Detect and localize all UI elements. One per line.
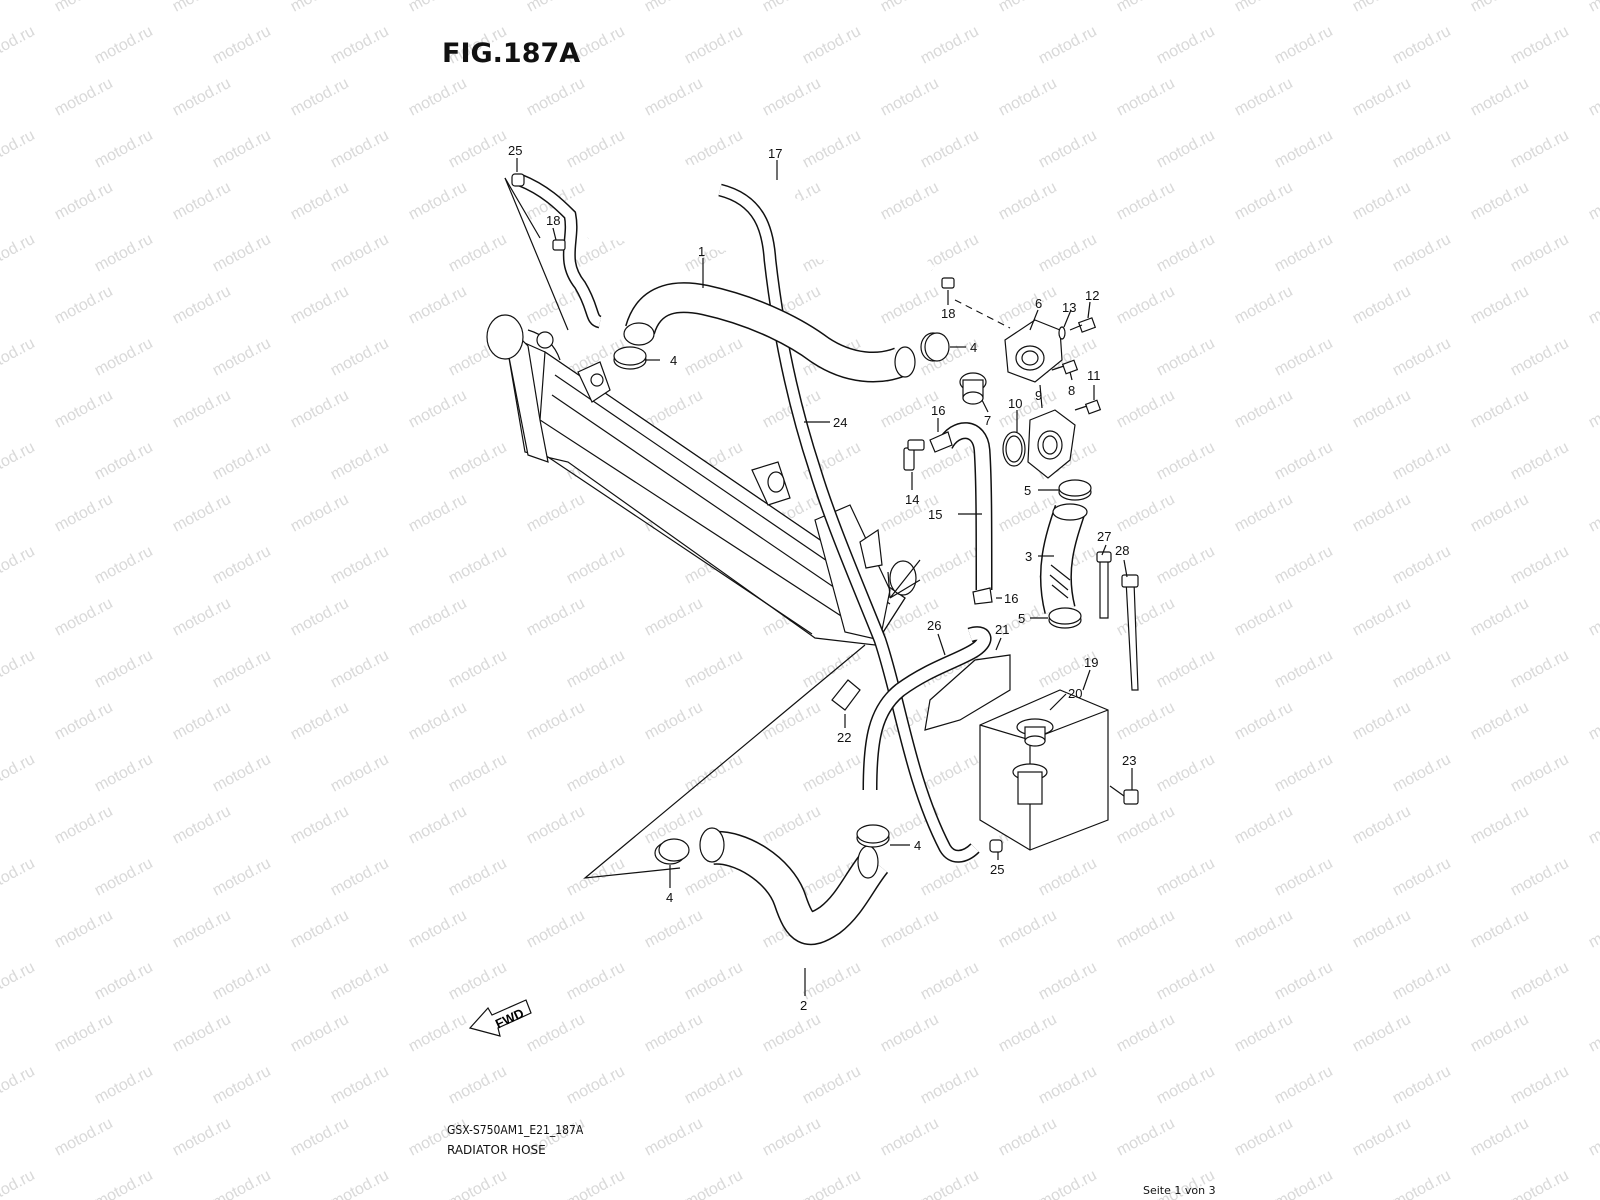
figure-title: FIG.187A xyxy=(442,38,581,69)
washer-13 xyxy=(1058,326,1066,340)
callout-9: 9 xyxy=(1035,388,1042,403)
clip-22 xyxy=(831,679,861,711)
clamp-25-upper xyxy=(511,173,525,187)
callout-16: 16 xyxy=(931,403,945,418)
thermostat-7 xyxy=(959,372,987,405)
bolt-23 xyxy=(1109,785,1139,805)
hose-3-thermostat-outlet xyxy=(1039,503,1088,614)
callout-27: 27 xyxy=(1097,529,1111,544)
o-ring-10 xyxy=(1002,431,1026,467)
callout-25: 25 xyxy=(990,862,1004,877)
callout-18: 18 xyxy=(546,213,560,228)
callout-23: 23 xyxy=(1122,753,1136,768)
bracket-21 xyxy=(924,654,1011,731)
strap-28 xyxy=(1121,574,1139,691)
callout-16: 16 xyxy=(1004,591,1018,606)
callout-8: 8 xyxy=(1068,383,1075,398)
hose-2-lower-radiator xyxy=(699,827,889,946)
callout-17: 17 xyxy=(768,146,782,161)
callout-4: 4 xyxy=(666,890,673,905)
fwd-label: FWD xyxy=(493,1005,526,1031)
bolt-12 xyxy=(1069,317,1097,333)
callout-15: 15 xyxy=(928,507,942,522)
clip-16-lower xyxy=(972,587,993,605)
page-indicator: Seite 1 von 3 xyxy=(1143,1184,1216,1197)
hose-clamp-4-a xyxy=(613,346,647,370)
callout-22: 22 xyxy=(837,730,851,745)
callout-3: 3 xyxy=(1025,549,1032,564)
clamp-5-lower xyxy=(1048,607,1082,629)
callout-25: 25 xyxy=(508,143,522,158)
bolt-14 xyxy=(903,439,925,471)
reservoir-19 xyxy=(979,689,1109,851)
callout-13: 13 xyxy=(1062,300,1076,315)
callout-11: 11 xyxy=(1087,368,1101,383)
clamp-18-lower xyxy=(941,277,955,289)
callout-5: 5 xyxy=(1018,611,1025,626)
callout-4: 4 xyxy=(670,353,677,368)
thermostat-housing-6 xyxy=(1004,319,1063,383)
hose-clamp-4-d xyxy=(654,838,690,865)
callout-1: 1 xyxy=(698,244,705,259)
callout-28: 28 xyxy=(1115,543,1129,558)
callout-18: 18 xyxy=(941,306,955,321)
callout-10: 10 xyxy=(1008,396,1022,411)
hose-15 xyxy=(937,422,993,591)
callout-21: 21 xyxy=(995,622,1009,637)
callout-labels: 25 18 17 1 4 4 18 6 13 12 8 11 9 7 10 24… xyxy=(508,143,1136,1013)
fwd-arrow-icon: FWD xyxy=(468,999,532,1037)
clamp-18-upper xyxy=(552,239,566,251)
thermostat-cover-9 xyxy=(1027,409,1076,479)
model-code: GSX-S750AM1_E21_187A xyxy=(447,1123,584,1137)
callout-20: 20 xyxy=(1068,686,1082,701)
strap-27 xyxy=(1096,551,1112,619)
callout-24: 24 xyxy=(833,415,847,430)
clip-16-upper xyxy=(929,431,953,453)
clamp-5-upper xyxy=(1058,479,1092,501)
callout-19: 19 xyxy=(1084,655,1098,670)
bolt-11 xyxy=(1074,399,1102,415)
callout-6: 6 xyxy=(1035,296,1042,311)
callout-14: 14 xyxy=(905,492,919,507)
hose-clamp-4-b xyxy=(920,332,950,362)
leader-lines xyxy=(516,158,1133,996)
callout-4: 4 xyxy=(914,838,921,853)
callout-26: 26 xyxy=(927,618,941,633)
clamp-25-lower xyxy=(989,839,1003,853)
callout-12: 12 xyxy=(1085,288,1099,303)
reservoir-cap-20 xyxy=(1016,718,1054,747)
callout-7: 7 xyxy=(984,413,991,428)
hose-26-reservoir xyxy=(862,626,992,791)
hose-clamp-4-c xyxy=(856,824,890,848)
hose-1-upper-radiator xyxy=(623,282,916,383)
hose-25-upper xyxy=(517,173,603,329)
diagram-subtitle: RADIATOR HOSE xyxy=(447,1143,546,1157)
hose-24-long xyxy=(718,183,980,863)
callout-5: 5 xyxy=(1024,483,1031,498)
bolt-8 xyxy=(1051,359,1079,375)
callout-2: 2 xyxy=(800,998,807,1013)
callout-4: 4 xyxy=(970,340,977,355)
